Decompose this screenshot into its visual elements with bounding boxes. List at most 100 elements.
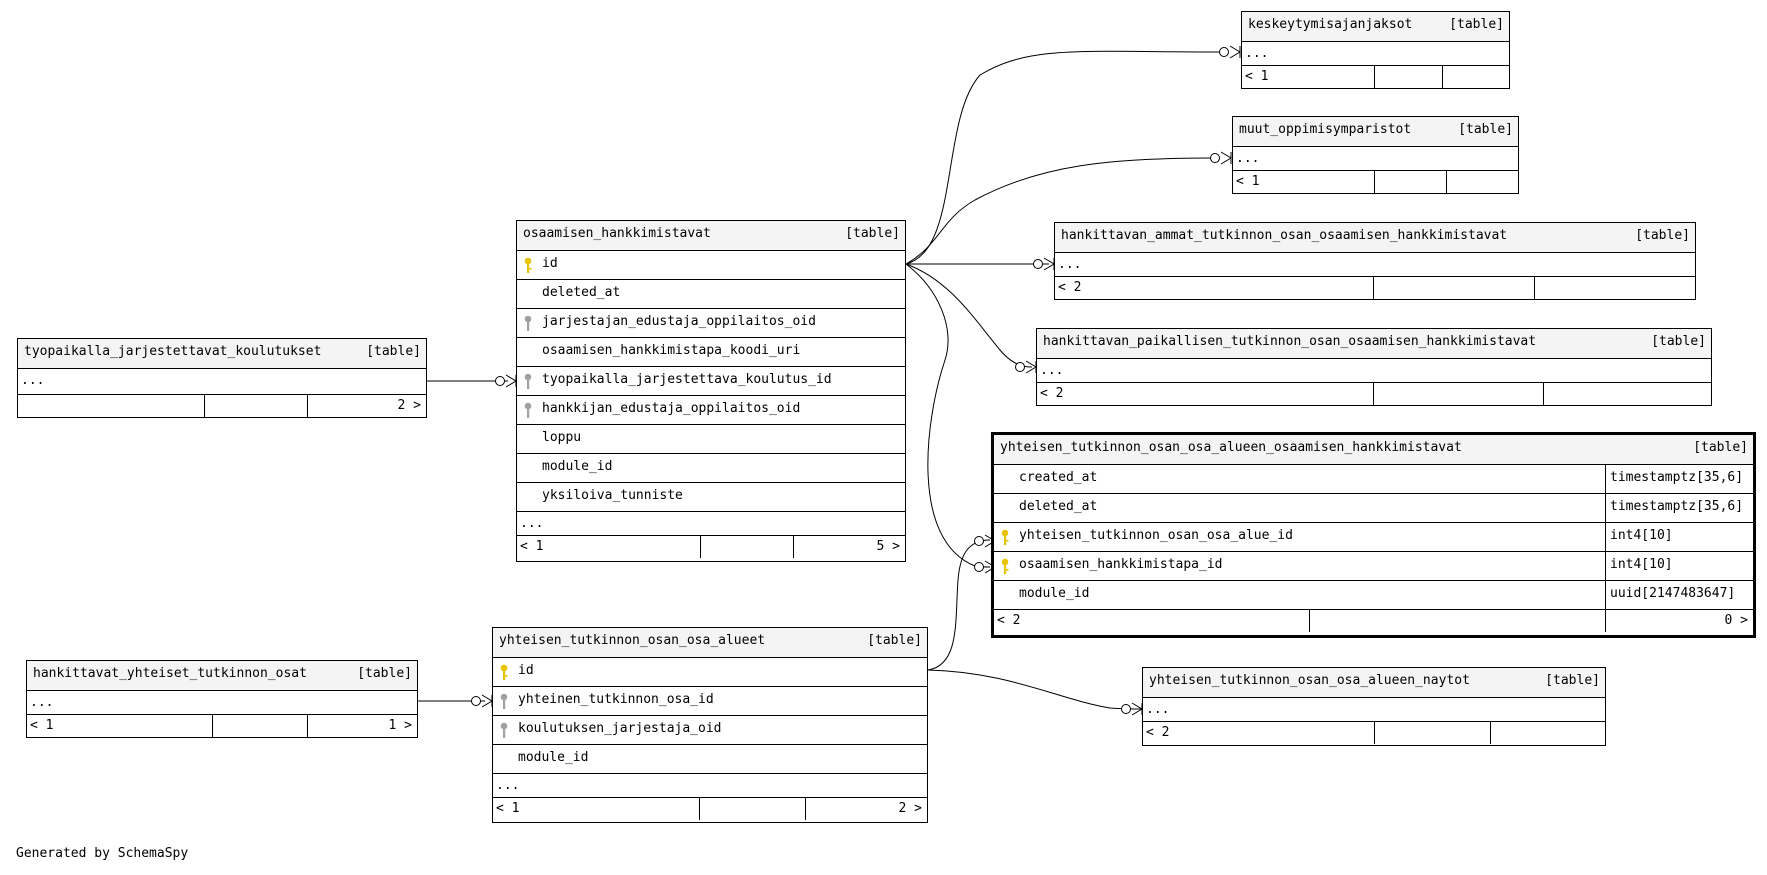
table-hankittavan-paikallisen[interactable]: hankittavan_paikallisen_tutkinnon_osan_o… (1036, 328, 1712, 406)
column-row[interactable]: tyopaikalla_jarjestettava_koulutus_id (517, 366, 905, 395)
table-name: yhteisen_tutkinnon_osan_osa_alueen_osaam… (1000, 440, 1462, 455)
column-name: yhteisen_tutkinnon_osan_osa_alue_id (1019, 528, 1293, 543)
column-name: jarjestajan_edustaja_oppilaitos_oid (542, 314, 816, 329)
parent-count: < 2 (997, 613, 1021, 628)
column-name: tyopaikalla_jarjestettava_koulutus_id (542, 372, 832, 387)
more-columns: ... (1146, 702, 1170, 717)
more-columns: ... (1236, 151, 1260, 166)
table-kind: [table] (1458, 122, 1513, 137)
column-row[interactable]: module_id (517, 453, 905, 482)
column-name: osaamisen_hankkimistapa_id (1019, 557, 1223, 572)
column-name: deleted_at (542, 285, 621, 300)
table-yhteisen-osaamisen-hankkimistavat[interactable]: yhteisen_tutkinnon_osan_osa_alueen_osaam… (991, 432, 1756, 638)
edge-osa-alueet-to-naytot (927, 669, 1143, 710)
column-row[interactable]: id (493, 657, 927, 686)
column-row[interactable]: module_id (493, 744, 927, 773)
child-count: 2 > (397, 398, 421, 413)
edge-osa-alueet-to-yhteisen-hankkimistavat (927, 539, 991, 671)
column-name: koulutuksen_jarjestaja_oid (518, 721, 722, 736)
column-row[interactable]: id (517, 250, 905, 279)
column-name: created_at (1019, 470, 1098, 485)
column-row[interactable]: yhteinen_tutkinnon_osa_id (493, 686, 927, 715)
primary-key-icon (1001, 529, 1009, 545)
table-name: yhteisen_tutkinnon_osan_osa_alueen_nayto… (1149, 673, 1470, 688)
column-row[interactable]: deleted_at (517, 279, 905, 308)
table-kind: [table] (867, 633, 922, 648)
foreign-key-icon (524, 373, 532, 389)
column-name: module_id (518, 750, 589, 765)
column-row[interactable]: koulutuksen_jarjestaja_oid (493, 715, 927, 744)
table-name: hankittavat_yhteiset_tutkinnon_osat (33, 666, 307, 681)
table-name: muut_oppimisymparistot (1239, 122, 1412, 137)
more-columns: ... (496, 778, 520, 793)
column-name: module_id (1019, 586, 1090, 601)
child-count: 0 > (1724, 613, 1748, 628)
table-muut-oppimisymparistot[interactable]: muut_oppimisymparistot [table] ... < 1 (1232, 116, 1519, 194)
table-keskeytymisajanjaksot[interactable]: keskeytymisajanjaksot [table] ... < 1 (1241, 11, 1510, 89)
child-count: 5 > (876, 539, 900, 554)
column-row[interactable]: yksiloiva_tunniste (517, 482, 905, 511)
table-yhteisen-tutkinnon-osan-osa-alueet[interactable]: yhteisen_tutkinnon_osan_osa_alueet[table… (492, 627, 928, 823)
primary-key-icon (1001, 558, 1009, 574)
column-row[interactable]: osaamisen_hankkimistapa_koodi_uri (517, 337, 905, 366)
edge-keskeytymisajanjaksot (905, 50, 1223, 265)
foreign-key-icon (500, 722, 508, 738)
primary-key-icon (524, 257, 532, 273)
child-count: 2 > (898, 801, 922, 816)
table-hankittavan-ammat[interactable]: hankittavan_ammat_tutkinnon_osan_osaamis… (1054, 222, 1696, 300)
column-name: id (518, 663, 534, 678)
column-name: yksiloiva_tunniste (542, 488, 683, 503)
table-tyopaikalla-jarjestettavat-koulutukset[interactable]: tyopaikalla_jarjestettavat_koulutukset[t… (17, 338, 427, 418)
child-count: 1 > (388, 718, 412, 733)
table-kind: [table] (1693, 440, 1748, 455)
column-type: uuid[2147483647] (1610, 586, 1736, 601)
table-name: hankittavan_ammat_tutkinnon_osan_osaamis… (1061, 228, 1508, 243)
more-columns: ... (1040, 363, 1064, 378)
table-kind: [table] (1449, 17, 1504, 32)
parent-count: < 1 (1236, 174, 1260, 189)
more-columns: ... (30, 695, 54, 710)
primary-key-icon (500, 664, 508, 680)
parent-count: < 2 (1146, 725, 1170, 740)
column-row[interactable]: hankkijan_edustaja_oppilaitos_oid (517, 395, 905, 424)
table-name: hankittavan_paikallisen_tutkinnon_osan_o… (1043, 334, 1537, 349)
column-name: id (542, 256, 558, 271)
table-hankittavat-yhteiset-tutkinnon-osat[interactable]: hankittavat_yhteiset_tutkinnon_osat [tabl… (26, 660, 418, 738)
generated-by-note: Generated by SchemaSpy (16, 846, 189, 861)
foreign-key-icon (500, 693, 508, 709)
column-row[interactable]: jarjestajan_edustaja_oppilaitos_oid (517, 308, 905, 337)
table-osaamisen-hankkimistavat[interactable]: osaamisen_hankkimistavat[table] id delet… (516, 220, 906, 562)
foreign-key-icon (524, 402, 532, 418)
table-kind: [table] (1545, 673, 1600, 688)
parent-count: < 1 (496, 801, 520, 816)
parent-count: < 1 (1245, 69, 1269, 84)
more-columns: ... (21, 373, 45, 388)
table-kind: [table] (357, 666, 412, 681)
column-row[interactable]: yhteisen_tutkinnon_osan_osa_alue_id int4[… (994, 522, 1753, 551)
column-name: yhteinen_tutkinnon_osa_id (518, 692, 714, 707)
more-columns: ... (1245, 46, 1269, 61)
parent-count: < 2 (1058, 280, 1082, 295)
column-row[interactable]: loppu (517, 424, 905, 453)
edge-hankittavan-paikallisen (905, 263, 1033, 368)
table-yhteisen-osa-alueen-naytot[interactable]: yhteisen_tutkinnon_osan_osa_alueen_nayto… (1142, 667, 1606, 746)
column-name: module_id (542, 459, 613, 474)
column-name: hankkijan_edustaja_oppilaitos_oid (542, 401, 801, 416)
column-name: osaamisen_hankkimistapa_koodi_uri (542, 343, 801, 358)
column-type: timestamptz[35,6] (1610, 470, 1744, 485)
column-type: int4[10] (1610, 528, 1673, 543)
more-columns: ... (1058, 257, 1082, 272)
column-name: loppu (542, 430, 582, 445)
table-kind: [table] (1635, 228, 1690, 243)
parent-count: < 1 (30, 718, 54, 733)
table-name: osaamisen_hankkimistavat (523, 226, 711, 241)
edge-muut-oppimisymparistot (905, 157, 1214, 265)
more-columns: ... (520, 516, 544, 531)
column-row[interactable]: module_id uuid[2147483647] (994, 580, 1753, 609)
table-name: tyopaikalla_jarjestettavat_koulutukset (24, 344, 322, 359)
foreign-key-icon (524, 315, 532, 331)
table-name: keskeytymisajanjaksot (1248, 17, 1413, 32)
column-row[interactable]: created_at timestamptz[35,6] (994, 464, 1753, 493)
